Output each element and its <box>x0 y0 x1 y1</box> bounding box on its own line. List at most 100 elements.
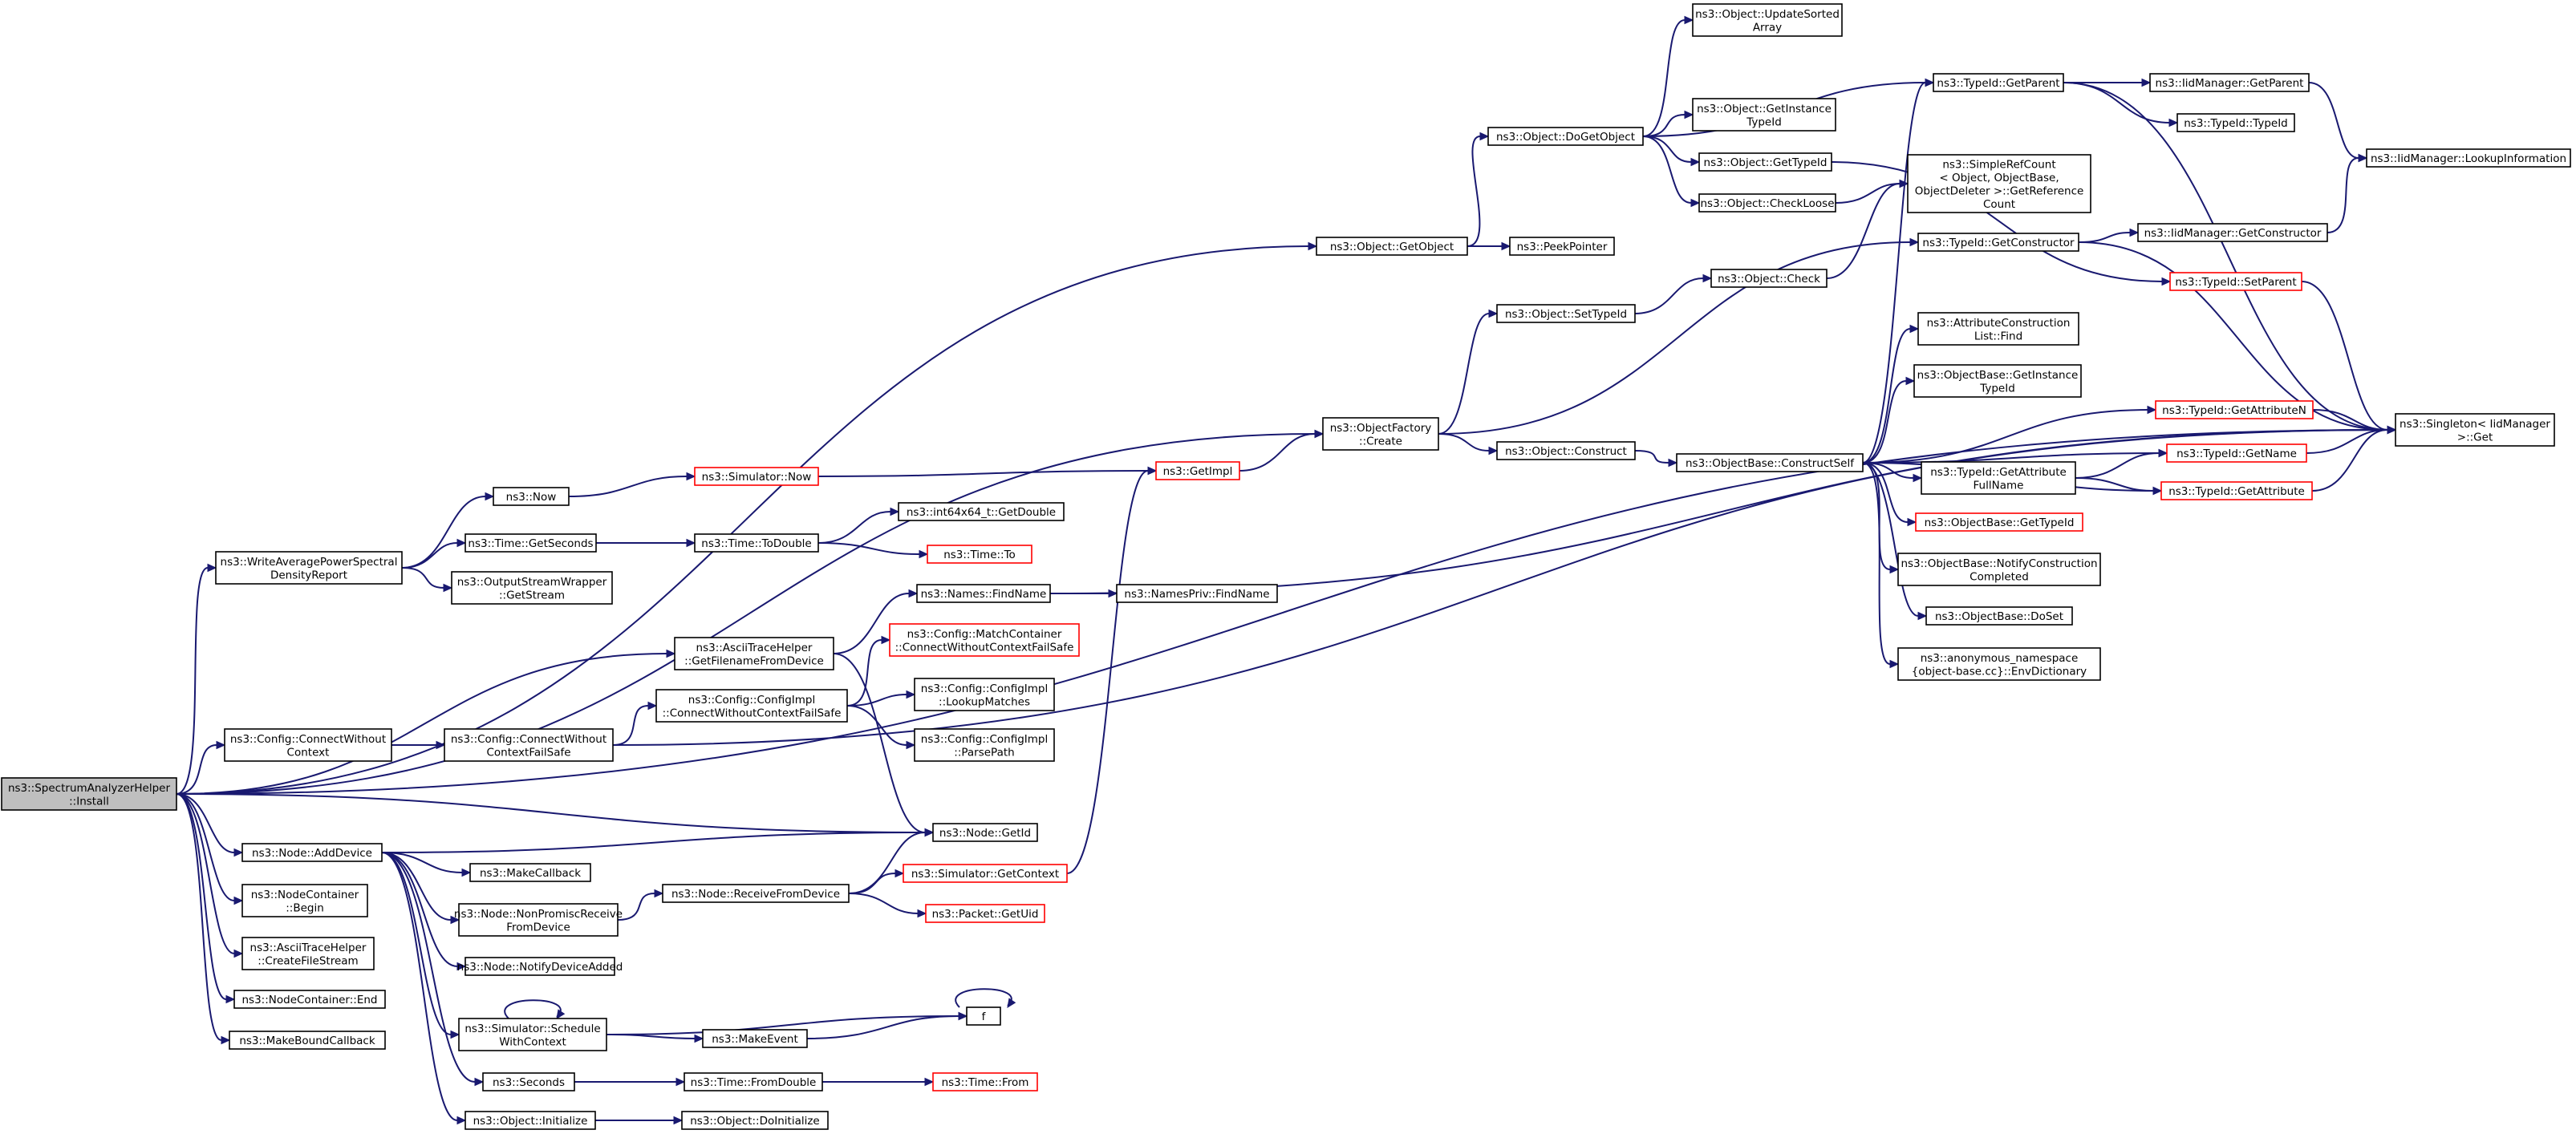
node-simplerefcount[interactable]: ns3::SimpleRefCount< Object, ObjectBase,… <box>1907 154 2091 213</box>
node-dogetobject[interactable]: ns3::Object::DoGetObject <box>1487 127 1644 146</box>
node-label: ns3::Node::ReceiveFromDevice <box>671 888 840 901</box>
edge-objconstruct-to-constructself <box>1634 450 1678 468</box>
node-obj_doinitialize[interactable]: ns3::Object::DoInitialize <box>681 1111 829 1130</box>
node-getobject[interactable]: ns3::Object::GetObject <box>1316 237 1468 256</box>
node-ob_notify[interactable]: ns3::ObjectBase::NotifyConstructionCompl… <box>1897 553 2101 586</box>
node-node_getid[interactable]: ns3::Node::GetId <box>932 823 1038 842</box>
node-objgettypeid[interactable]: ns3::Object::GetTypeId <box>1698 152 1832 172</box>
node-cfg_matchcontainer[interactable]: ns3::Config::MatchContainer::ConnectWith… <box>889 623 1080 657</box>
node-timegetsec[interactable]: ns3::Time::GetSeconds <box>464 533 597 553</box>
node-cfgimpl_connect[interactable]: ns3::Config::ConfigImpl::ConnectWithoutC… <box>655 689 848 723</box>
node-timefrom[interactable]: ns3::Time::From <box>932 1072 1038 1091</box>
node-box <box>1322 417 1439 451</box>
edge-line <box>2311 429 2388 492</box>
node-label: ns3::Node::GetId <box>939 827 1031 840</box>
node-box <box>694 467 819 486</box>
node-todouble[interactable]: ns3::Time::ToDouble <box>694 533 819 553</box>
node-tid_getconstructor[interactable]: ns3::TypeId::GetConstructor <box>1917 233 2079 252</box>
edge-line <box>176 793 235 853</box>
edge-node_nonpromisc-to-node_receive <box>617 889 664 921</box>
node-namesfind[interactable]: ns3::Names::FindName <box>916 584 1051 603</box>
node-packet_getuid[interactable]: ns3::Packet::GetUid <box>925 904 1045 923</box>
edge-arrowhead <box>1702 273 1713 283</box>
node-label: ns3::IidManager::GetParent <box>2156 77 2304 90</box>
node-makeevent[interactable]: ns3::MakeEvent <box>702 1029 808 1048</box>
node-box <box>493 487 570 506</box>
node-outstream[interactable]: ns3::OutputStreamWrapper::GetStream <box>451 571 613 605</box>
node-objcheck[interactable]: ns3::Object::Check <box>1710 269 1828 288</box>
node-sim_getcontext[interactable]: ns3::Simulator::GetContext <box>903 864 1068 883</box>
node-ob_doset[interactable]: ns3::ObjectBase::DoSet <box>1925 606 2073 626</box>
node-cfgimpl_lookup[interactable]: ns3::Config::ConfigImpl::LookupMatches <box>914 678 1055 711</box>
edge-settypeid-to-objcheck <box>1634 273 1713 314</box>
node-seconds[interactable]: ns3::Seconds <box>482 1072 575 1091</box>
edge-arrowhead <box>647 701 658 711</box>
edge-line <box>401 567 444 589</box>
node-node_adddevice[interactable]: ns3::Node::AddDevice <box>241 843 383 862</box>
node-label: ns3::ObjectBase::GetInstance <box>1917 369 2079 382</box>
node-iid_lookup[interactable]: ns3::IidManager::LookupInformation <box>2366 148 2571 168</box>
edge-arrowhead <box>207 563 217 573</box>
node-int64getdouble[interactable]: ns3::int64x64_t::GetDouble <box>898 502 1065 521</box>
node-iid_getparent[interactable]: ns3::IidManager::GetParent <box>2149 73 2310 92</box>
node-cfgimpl_parsepath[interactable]: ns3::Config::ConfigImpl::ParsePath <box>914 728 1055 762</box>
node-install[interactable]: ns3::SpectrumAnalyzerHelper::Install <box>1 777 177 811</box>
node-objconstruct[interactable]: ns3::Object::Construct <box>1496 441 1636 460</box>
node-peekpointer[interactable]: ns3::PeekPointer <box>1509 237 1615 256</box>
node-getimpl[interactable]: ns3::GetImpl <box>1155 461 1240 480</box>
node-box <box>1509 237 1615 256</box>
node-box <box>2166 443 2307 463</box>
node-nc_begin[interactable]: ns3::NodeContainer::Begin <box>241 884 368 917</box>
node-obj_initialize[interactable]: ns3::Object::Initialize <box>464 1111 596 1130</box>
edge-line <box>1634 450 1669 464</box>
node-nc_end[interactable]: ns3::NodeContainer::End <box>233 990 386 1009</box>
node-envdict[interactable]: ns3::anonymous_namespace{object-base.cc}… <box>1897 647 2101 681</box>
node-makeboundcallback[interactable]: ns3::MakeBoundCallback <box>229 1031 386 1050</box>
edge-line <box>381 852 463 873</box>
node-checkloose[interactable]: ns3::Object::CheckLoose <box>1698 193 1836 213</box>
node-cfg_connectwofs[interactable]: ns3::Config::ConnectWithoutContextFailSa… <box>444 728 614 762</box>
node-tid_getparent[interactable]: ns3::TypeId::GetParent <box>1933 73 2064 92</box>
edge-line <box>1862 452 2160 464</box>
node-constructself[interactable]: ns3::ObjectBase::ConstructSelf <box>1676 453 1864 472</box>
edge-constructself-to-tid_getparent <box>1862 78 1935 464</box>
node-ob_gettypeid[interactable]: ns3::ObjectBase::GetTypeId <box>1915 512 2083 532</box>
node-cfg_connectwo[interactable]: ns3::Config::ConnectWithoutContext <box>224 728 392 762</box>
node-asciigetfilename[interactable]: ns3::AsciiTraceHelper::GetFilenameFromDe… <box>674 637 834 670</box>
edge-line <box>1066 470 1149 874</box>
node-settypeid[interactable]: ns3::Object::SetTypeId <box>1496 304 1636 323</box>
edge-line <box>2308 82 2359 159</box>
node-timeto[interactable]: ns3::Time::To <box>927 545 1032 564</box>
edge-install-to-node_getid <box>176 793 935 837</box>
node-fromdouble[interactable]: ns3::Time::FromDouble <box>684 1072 823 1091</box>
node-tid_getattributen[interactable]: ns3::TypeId::GetAttributeN <box>2155 400 2314 419</box>
node-tid_getattribute[interactable]: ns3::TypeId::GetAttribute <box>2160 481 2313 500</box>
node-now[interactable]: ns3::Now <box>493 487 570 506</box>
node-f[interactable]: f <box>966 1006 1001 1026</box>
node-writeavg[interactable]: ns3::WriteAveragePowerSpectralDensityRep… <box>215 551 403 585</box>
node-makecallback[interactable]: ns3::MakeCallback <box>469 863 591 882</box>
node-label: ns3::Object::UpdateSorted <box>1695 8 1840 21</box>
edge-line <box>806 1015 959 1039</box>
edge-line <box>2301 281 2388 431</box>
node-simnow[interactable]: ns3::Simulator::Now <box>694 467 819 486</box>
node-node_receive[interactable]: ns3::Node::ReceiveFromDevice <box>662 884 850 903</box>
node-tid_typeid[interactable]: ns3::TypeId::TypeId <box>2176 113 2295 132</box>
node-namesprivfind[interactable]: ns3::NamesPriv::FindName <box>1116 584 1278 603</box>
node-singleton[interactable]: ns3::Singleton< IidManager >::Get <box>2395 413 2555 447</box>
node-tid_setparent[interactable]: ns3::TypeId::SetParent <box>2169 272 2302 291</box>
node-iid_getconstructor[interactable]: ns3::IidManager::GetConstructor <box>2137 223 2328 242</box>
edge-arrowhead <box>2387 425 2397 435</box>
node-ascii_createfile[interactable]: ns3::AsciiTraceHelper::CreateFileStream <box>241 937 375 970</box>
node-node_notifydevice[interactable]: ns3::Node::NotifyDeviceAdded <box>457 957 623 976</box>
node-tid_getname[interactable]: ns3::TypeId::GetName <box>2166 443 2307 463</box>
edge-line <box>2306 429 2388 454</box>
node-objfactory[interactable]: ns3::ObjectFactory::Create <box>1322 417 1439 451</box>
